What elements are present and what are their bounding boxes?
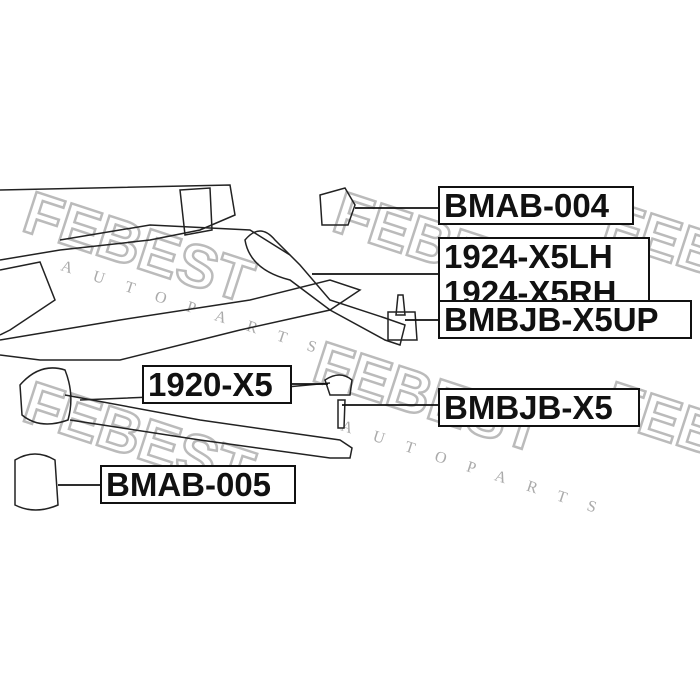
part-label-1924-x5lh[interactable]: 1924-X5LH [438, 237, 650, 277]
leader-lines [58, 207, 438, 486]
part-label-bmab-004[interactable]: BMAB-004 [438, 186, 634, 225]
part-label-bmbjb-x5[interactable]: BMBJB-X5 [438, 388, 640, 427]
part-label-1920-x5[interactable]: 1920-X5 [142, 365, 292, 404]
part-label-bmbjb-x5up[interactable]: BMBJB-X5UP [438, 300, 692, 339]
part-label-bmab-005[interactable]: BMAB-005 [100, 465, 296, 504]
subframe-drawing [0, 184, 418, 511]
